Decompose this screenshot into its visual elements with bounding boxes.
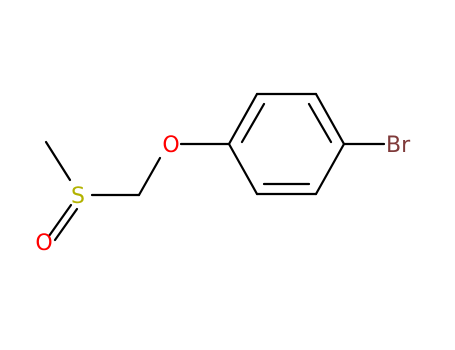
atom-sulfoxide-oxygen: O xyxy=(35,231,52,256)
ring-inner-bond-2 xyxy=(307,102,333,144)
atom-sulfur: S xyxy=(71,184,85,209)
atom-ether-oxygen: O xyxy=(162,133,179,158)
ring-bond-1 xyxy=(227,92,259,146)
bond-methyl-sulfur xyxy=(44,140,72,182)
ring-bond-4 xyxy=(314,142,346,196)
ring-bond-6 xyxy=(227,142,259,196)
atom-label-layer: S O O Br xyxy=(35,133,411,256)
ring-inner-bond-1 xyxy=(240,102,266,144)
bond-methylene-oxygen xyxy=(137,156,162,197)
bond-layer xyxy=(44,92,386,242)
bond-sulfur-oxygen-1 xyxy=(47,203,73,238)
ring-bond-3 xyxy=(314,92,346,146)
bond-sulfur-oxygen-2 xyxy=(53,207,79,242)
atom-bromine: Br xyxy=(386,133,411,158)
